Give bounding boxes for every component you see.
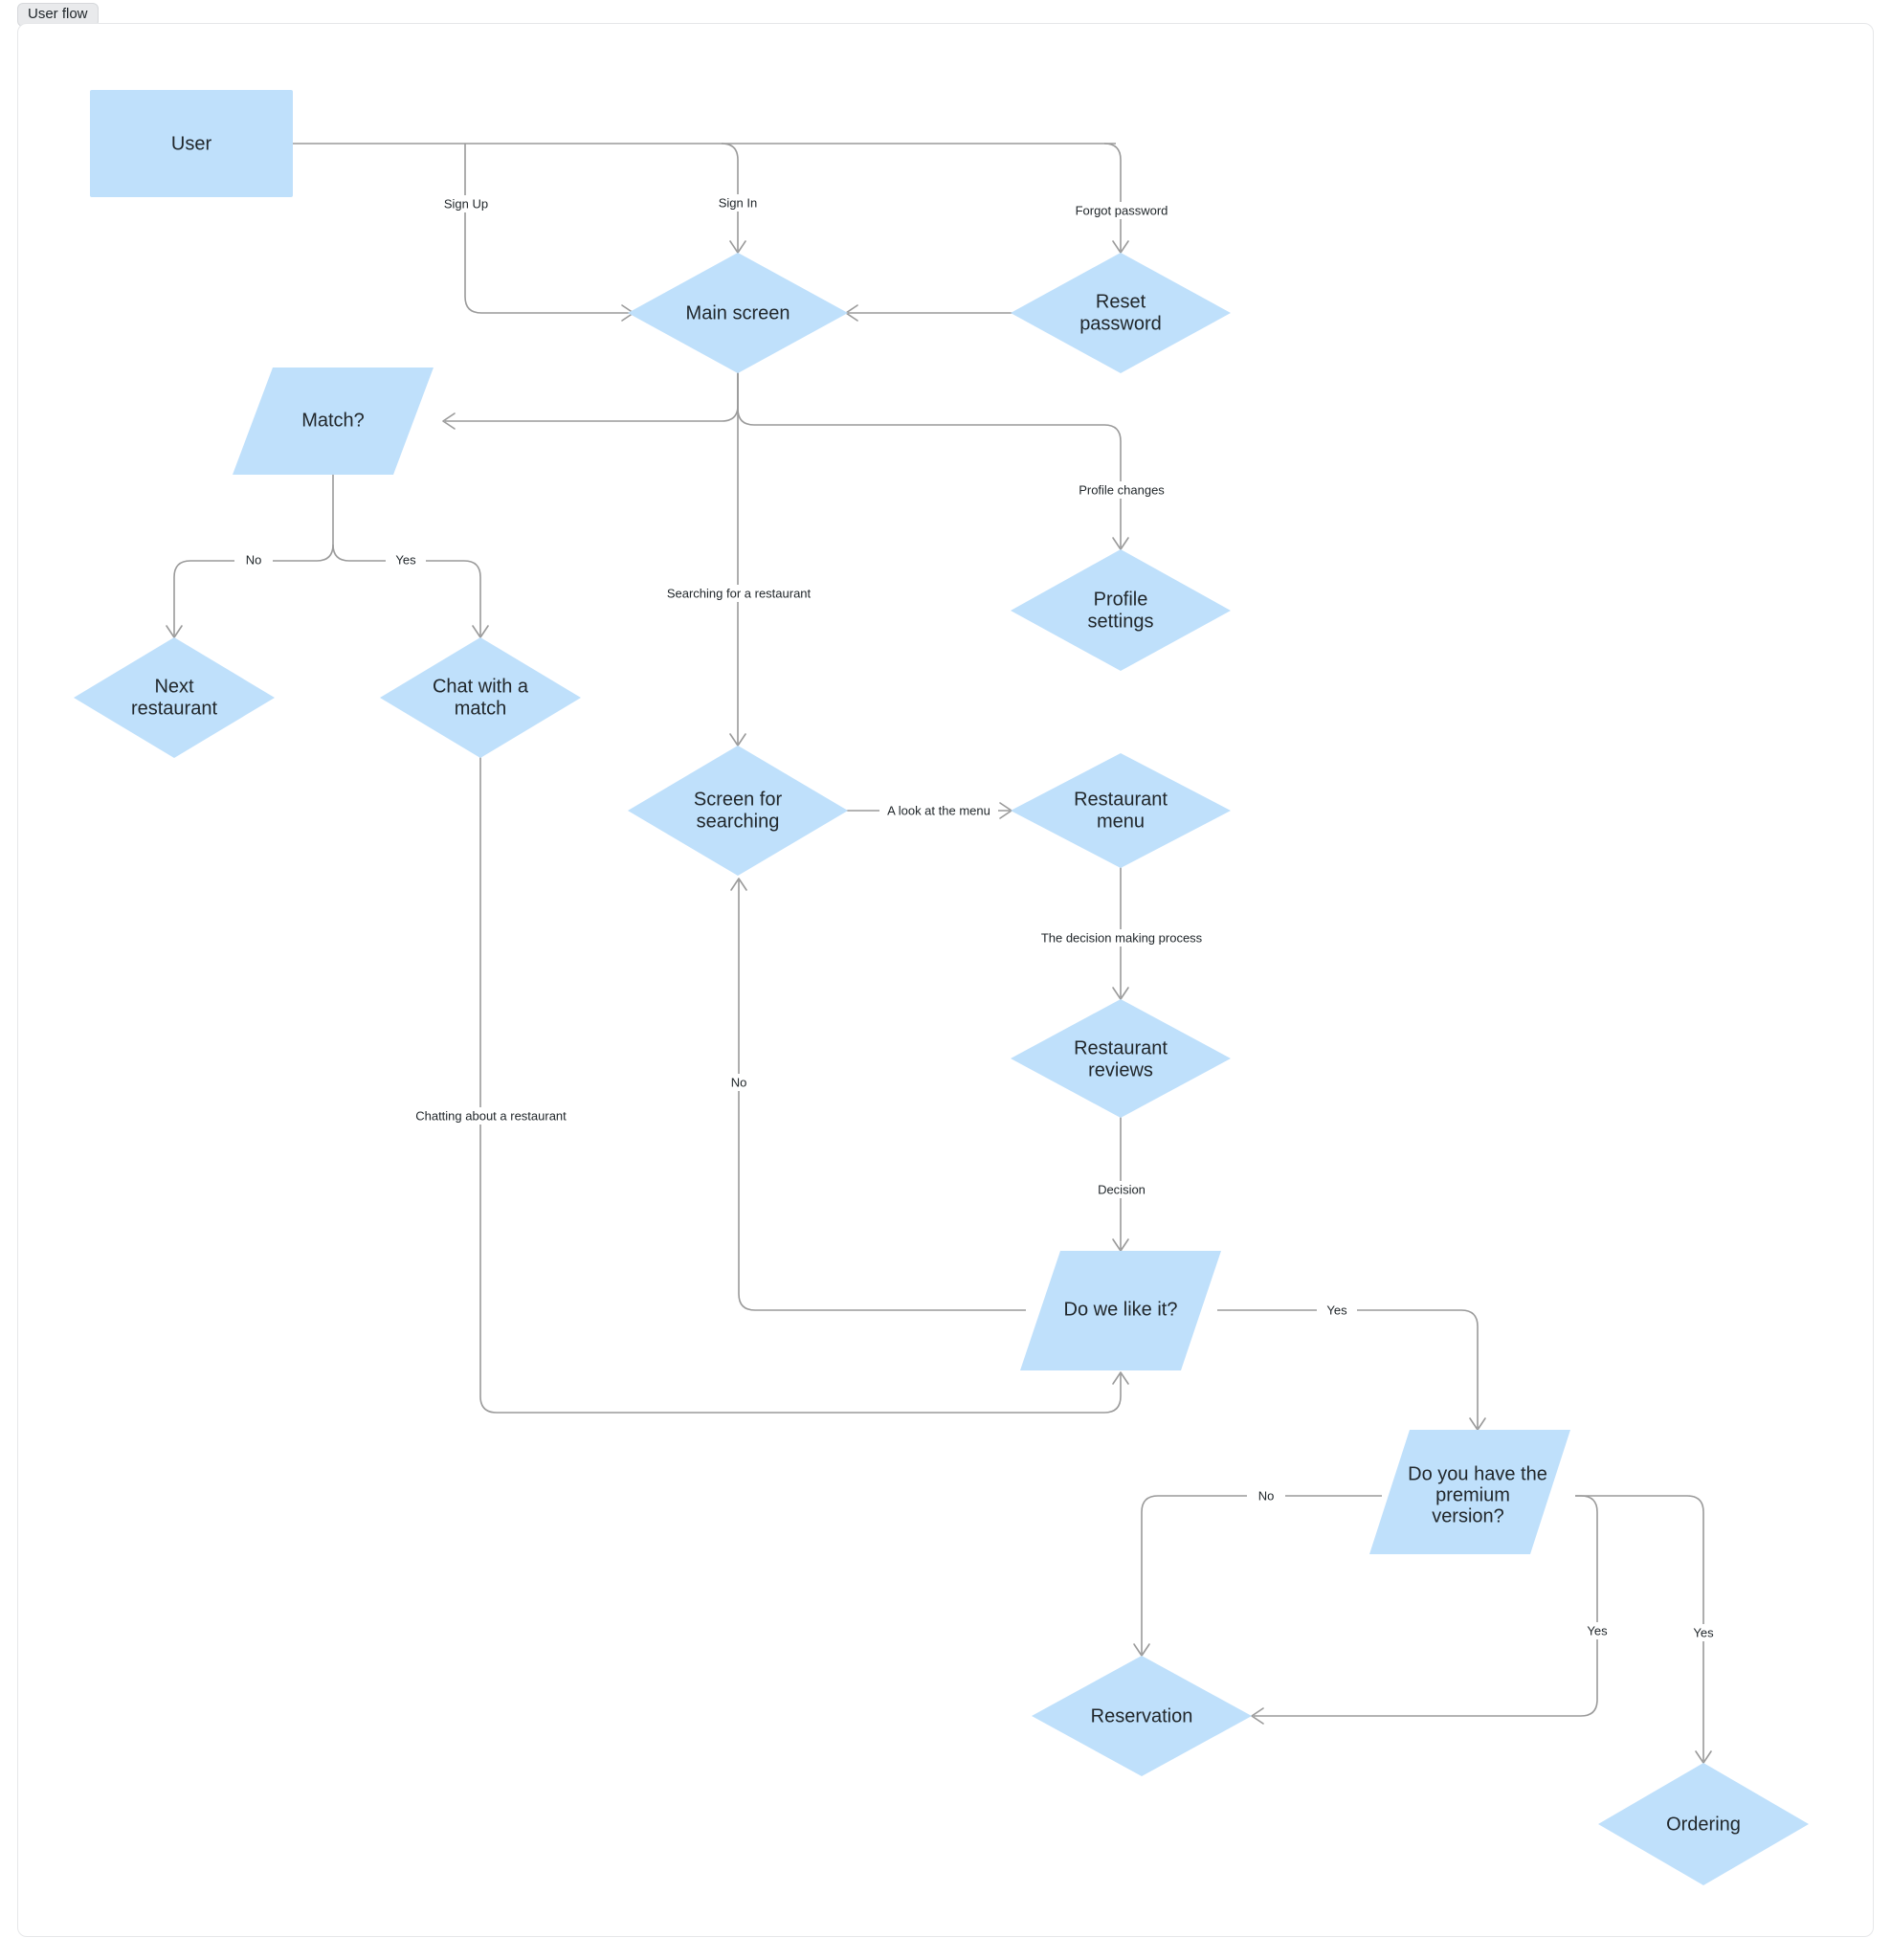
frame-tab-user-flow[interactable]: User flow [17,3,99,27]
frame-body [17,23,1874,1937]
